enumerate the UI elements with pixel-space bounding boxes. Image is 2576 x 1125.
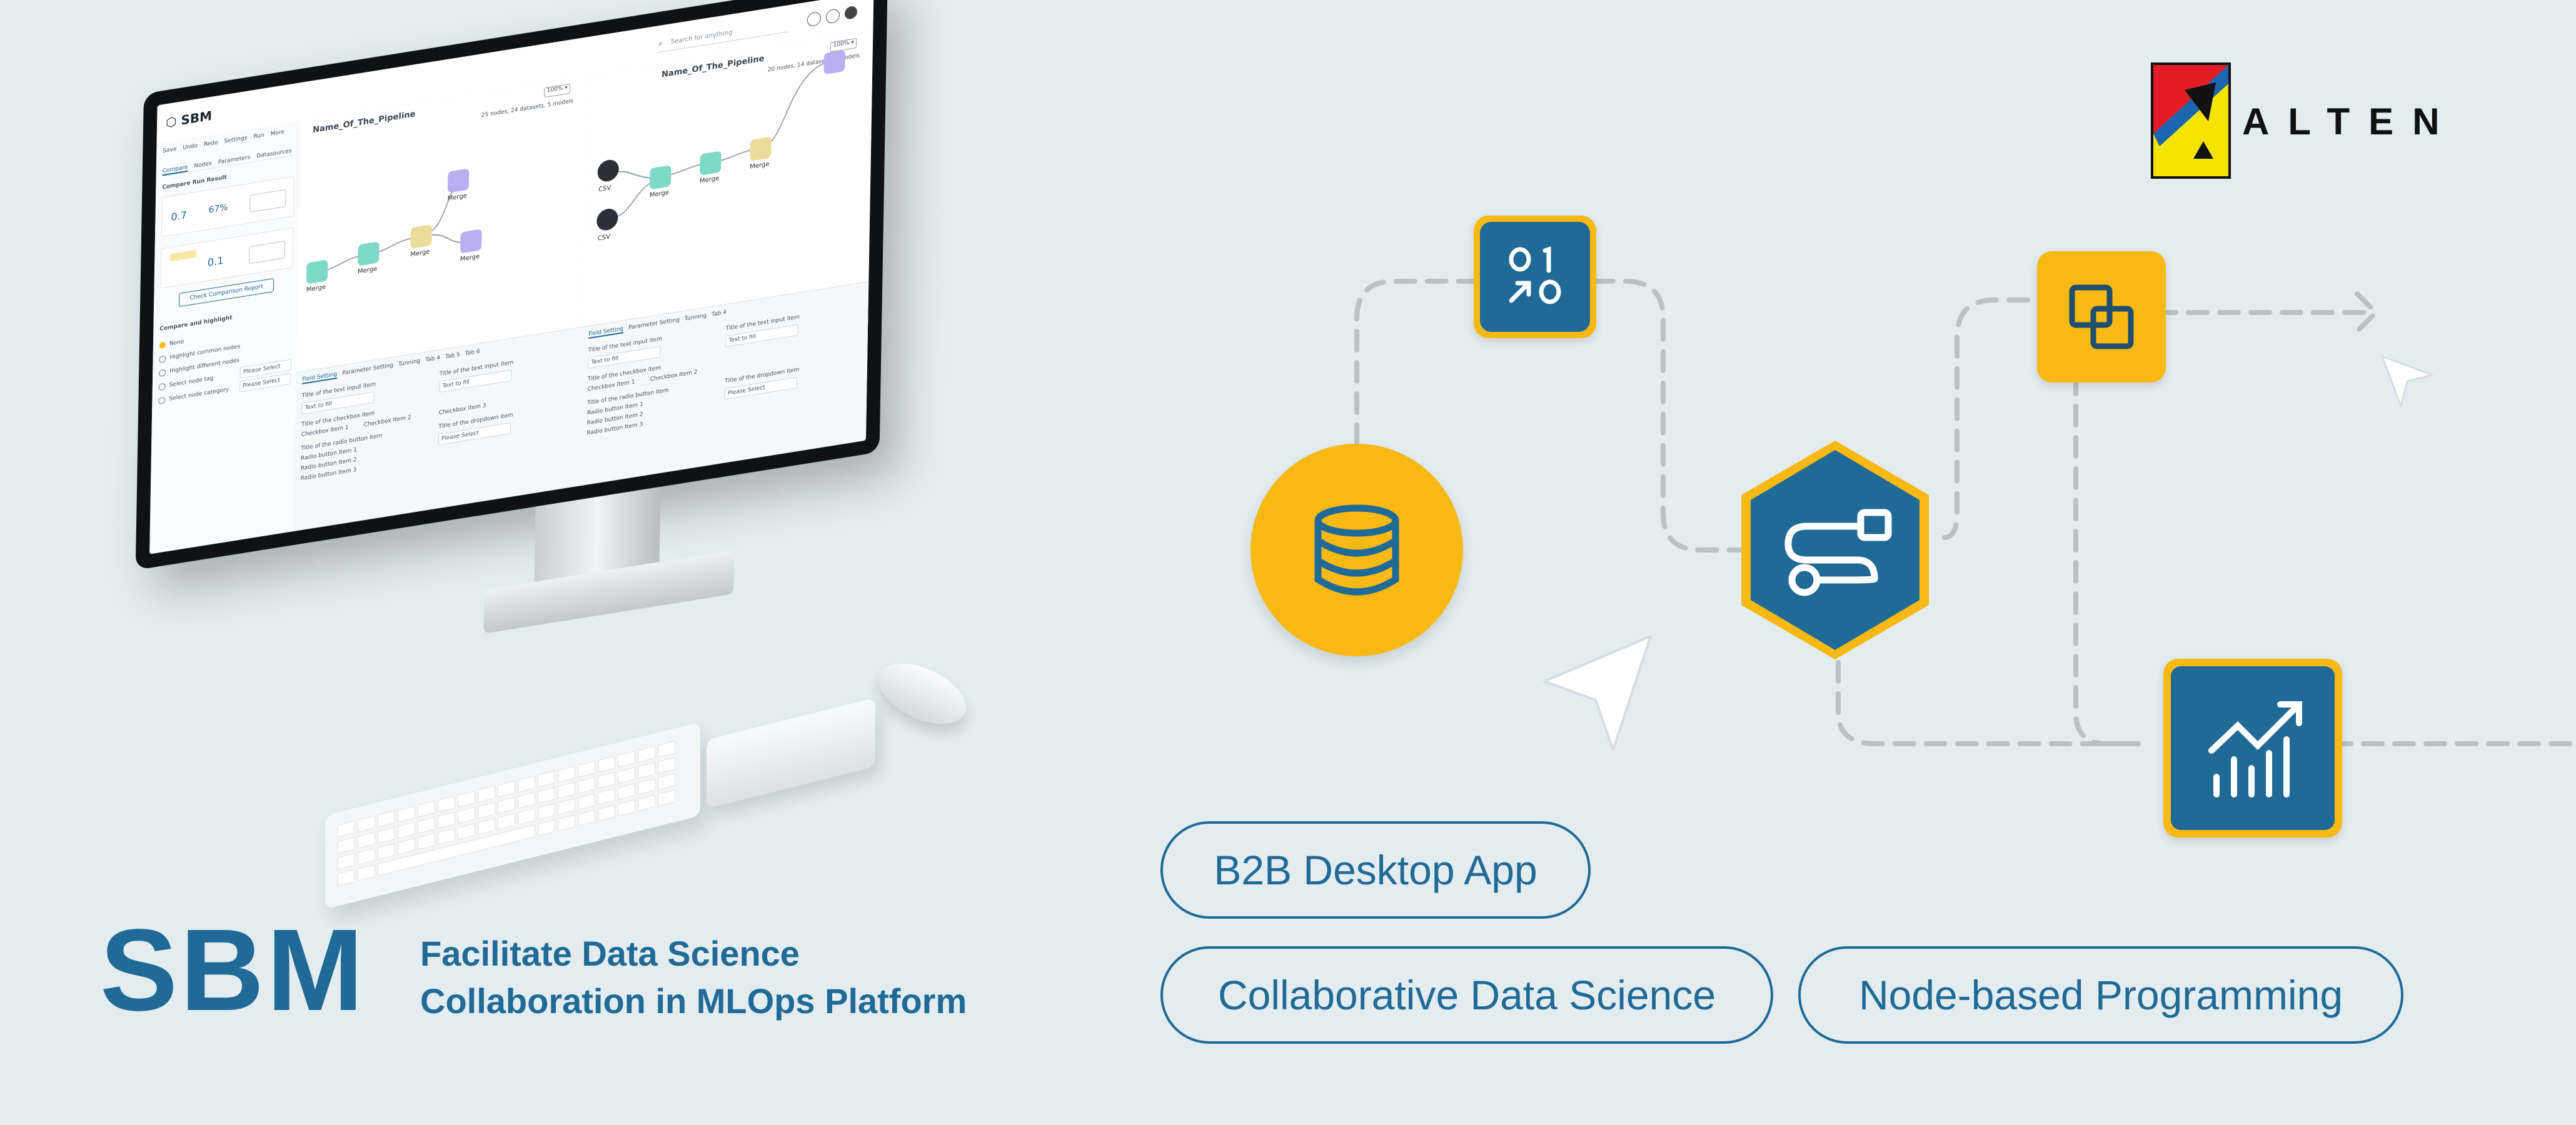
toolbar-more-button[interactable]: More	[270, 129, 285, 138]
checkbox-item[interactable]: Checkbox Item 3	[438, 402, 486, 417]
monitor-bezel: ⬡ SBM ⌕ Search for anything Save Undo Re…	[135, 0, 888, 571]
database-glyph	[1314, 504, 1399, 596]
pipeline-canvas-a[interactable]: Name_Of_The_Pipeline 25 nodes, 24 datase…	[293, 76, 588, 532]
brand-title: SBM	[100, 906, 366, 1035]
app-logo: ⬡ SBM	[165, 108, 213, 131]
merge-node[interactable]	[750, 136, 772, 162]
copy-layers-glyph	[2069, 284, 2134, 349]
radio-icon	[158, 382, 166, 391]
tab-parameter-setting[interactable]: Parameter Setting	[342, 362, 394, 377]
toolbar-undo-button[interactable]: Undo	[183, 142, 198, 152]
avatar[interactable]	[844, 5, 858, 20]
alten-logo-icon	[2151, 62, 2231, 179]
merge-node[interactable]	[460, 229, 482, 254]
toolbar-redo-button[interactable]: Redo	[203, 139, 218, 148]
pipeline-edges-a	[316, 184, 467, 273]
alten-logo-text: ALTEN	[2242, 101, 2458, 142]
toolbar-settings-button[interactable]: Settings	[224, 134, 248, 145]
bar-chart-trend-tile	[2163, 659, 2342, 838]
tab-field-setting[interactable]: Field Setting	[302, 371, 338, 384]
option-label: None	[169, 338, 184, 348]
pipeline-node-icon	[1741, 441, 1929, 659]
tag-b2b-desktop-app: B2B Desktop App	[1160, 821, 1591, 919]
search-input[interactable]: Search for anything	[670, 29, 733, 46]
tagline-line-2: Collaboration in MLOps Platform	[420, 981, 967, 1021]
run-badge	[170, 249, 197, 262]
tagline: Facilitate Data Science Collaboration in…	[420, 930, 1108, 1025]
help-icon[interactable]	[807, 11, 822, 28]
toolbar-save-button[interactable]: Save	[163, 146, 177, 155]
compare-sidebar: Save Undo Redo Settings Run More Compare…	[149, 121, 301, 554]
accuracy-value-a: 0.7	[171, 209, 188, 224]
app-screen: ⬡ SBM ⌕ Search for anything Save Undo Re…	[149, 0, 874, 554]
radio-icon	[159, 368, 166, 377]
tab-4[interactable]: Tab 4	[425, 354, 441, 364]
copy-layers-icon	[2037, 251, 2166, 382]
radio-selected-icon	[159, 341, 166, 349]
binary-code-tile	[1474, 216, 1596, 338]
binary-code-glyph	[1509, 246, 1561, 304]
tab-field-setting[interactable]: Field Setting	[588, 326, 624, 339]
radio-icon	[158, 396, 166, 404]
trackpad	[707, 698, 875, 809]
tab-parameters[interactable]: Parameters	[218, 154, 251, 166]
highlight-options: None Highlight common nodes Highlight di…	[158, 326, 241, 408]
cursor-arrow-icon	[1543, 635, 1652, 751]
tab-5[interactable]: Tab 5	[445, 351, 460, 361]
check-report-button-a[interactable]	[249, 189, 286, 213]
binary-code-icon	[1480, 222, 1590, 332]
merge-node[interactable]	[358, 241, 380, 266]
check-report-button-b[interactable]	[248, 241, 286, 264]
tagline-line-1: Facilitate Data Science	[420, 934, 800, 973]
accuracy-percent-a: 67%	[208, 202, 228, 216]
tab-4[interactable]: Tab 4	[712, 309, 727, 318]
keyboard	[325, 722, 700, 909]
merge-node[interactable]	[700, 151, 722, 176]
cursor-arrow-icon	[2381, 355, 2433, 408]
pipeline-canvas-b[interactable]: Name_Of_The_Pipeline 20 nodes, 14 datase…	[579, 30, 873, 487]
tab-datasources[interactable]: Datasources	[256, 148, 292, 160]
database-icon	[1250, 444, 1463, 656]
sidebar-tabs: Compare Nodes Parameters Datasources	[162, 147, 294, 177]
search-icon: ⌕	[658, 39, 663, 49]
tab-compare[interactable]: Compare	[162, 164, 188, 176]
tab-nodes[interactable]: Nodes	[194, 160, 212, 170]
tag-collaborative-data-science: Collaborative Data Science	[1160, 946, 1773, 1044]
bar-chart-trend-glyph	[2208, 701, 2302, 798]
tab-6[interactable]: Tab 6	[465, 348, 480, 358]
toolbar-run-button[interactable]: Run	[253, 132, 264, 141]
merge-node[interactable]	[447, 168, 470, 193]
desktop-monitor: ⬡ SBM ⌕ Search for anything Save Undo Re…	[134, 0, 988, 671]
accuracy-value-b: 0.1	[207, 254, 224, 269]
tab-parameter-setting[interactable]: Parameter Setting	[628, 316, 680, 331]
alten-logo-glyph	[2153, 65, 2228, 176]
radio-icon	[159, 354, 166, 363]
notification-icon[interactable]	[825, 8, 840, 24]
merge-node[interactable]	[306, 259, 328, 284]
tag-node-based-programming: Node-based Programming	[1798, 946, 2403, 1044]
tab-tunning[interactable]: Tunning	[684, 312, 707, 322]
mouse	[869, 651, 975, 736]
tab-tunning[interactable]: Tunning	[398, 358, 421, 368]
merge-node[interactable]	[649, 165, 672, 190]
app-logo-text: SBM	[181, 108, 213, 128]
merge-node[interactable]	[410, 224, 433, 249]
bar-chart-trend-icon	[2171, 666, 2335, 830]
pipeline-edges-b	[609, 62, 824, 220]
merge-node[interactable]	[823, 49, 845, 75]
